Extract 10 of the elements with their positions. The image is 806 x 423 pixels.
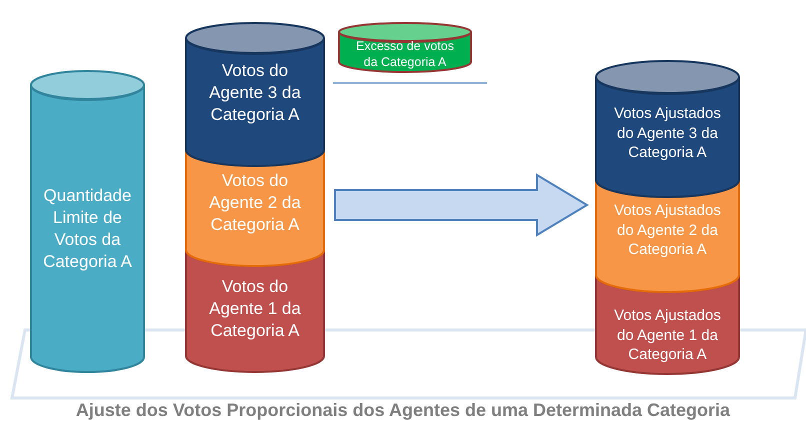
cylinder-label: Votos do Agente 1 da Categoria A <box>208 276 302 342</box>
block-arrow <box>334 173 589 237</box>
cylinder-label: Quantidade Limite de Votos da Categoria A <box>42 185 133 274</box>
caption: Ajuste dos Votos Proporcionais dos Agentes de uma Determinada Categoria <box>74 400 732 421</box>
cylinder-label: Votos Ajustados do Agente 2 da Categoria A <box>613 201 722 260</box>
cylinder-label: Votos do Agente 2 da Categoria A <box>208 170 302 236</box>
cylinder-label: Votos do Agente 3 da Categoria A <box>208 60 302 126</box>
cylinder-label: Excesso de votos da Categoria A <box>355 38 455 70</box>
cylinder-label: Votos Ajustados do Agente 1 da Categoria A <box>613 306 722 364</box>
cylinder-label: Votos Ajustados do Agente 3 da Categoria A <box>613 104 722 162</box>
